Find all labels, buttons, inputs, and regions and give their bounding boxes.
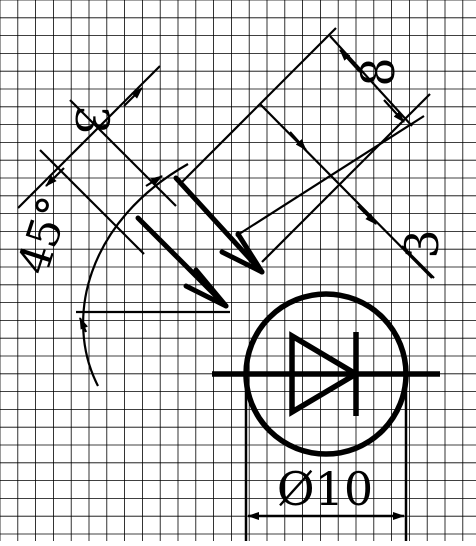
angle-arrow-bottom [78, 317, 89, 333]
extension-line-left-2 [39, 149, 145, 255]
bold-arrows [135, 175, 265, 309]
bold-arrow-right [173, 175, 265, 275]
angle-arrow-top [145, 175, 163, 187]
extension-line-center [259, 103, 433, 279]
extension-line-right-1 [181, 27, 337, 183]
diode-triangle [289, 331, 362, 417]
dim-arrow-3-right-a [289, 131, 307, 151]
dim-label-offset-right: 3 [395, 229, 449, 258]
dimension-arrows [45, 49, 405, 333]
dim-arrow-3-lower [45, 167, 65, 187]
dim-label-diameter: Ø10 [277, 462, 373, 516]
extension-line-left-1 [69, 99, 177, 207]
diameter-dimension [244, 374, 408, 541]
dim-label-offset-left: 3 [65, 105, 119, 134]
extension-line-lower [401, 245, 435, 279]
dim-arrow-3-right-b [357, 205, 377, 225]
dim-arrow-3-upper [123, 87, 143, 107]
dim-label-arrow-spacing: 8 [351, 57, 405, 86]
dim-arrow-8-lower [383, 99, 405, 123]
angle-arc [82, 163, 189, 387]
construction-lines [17, 27, 435, 387]
bold-arrowhead-left [183, 267, 229, 309]
bold-arrowhead-right [219, 231, 265, 275]
dim-arrow-8-upper [339, 49, 361, 73]
